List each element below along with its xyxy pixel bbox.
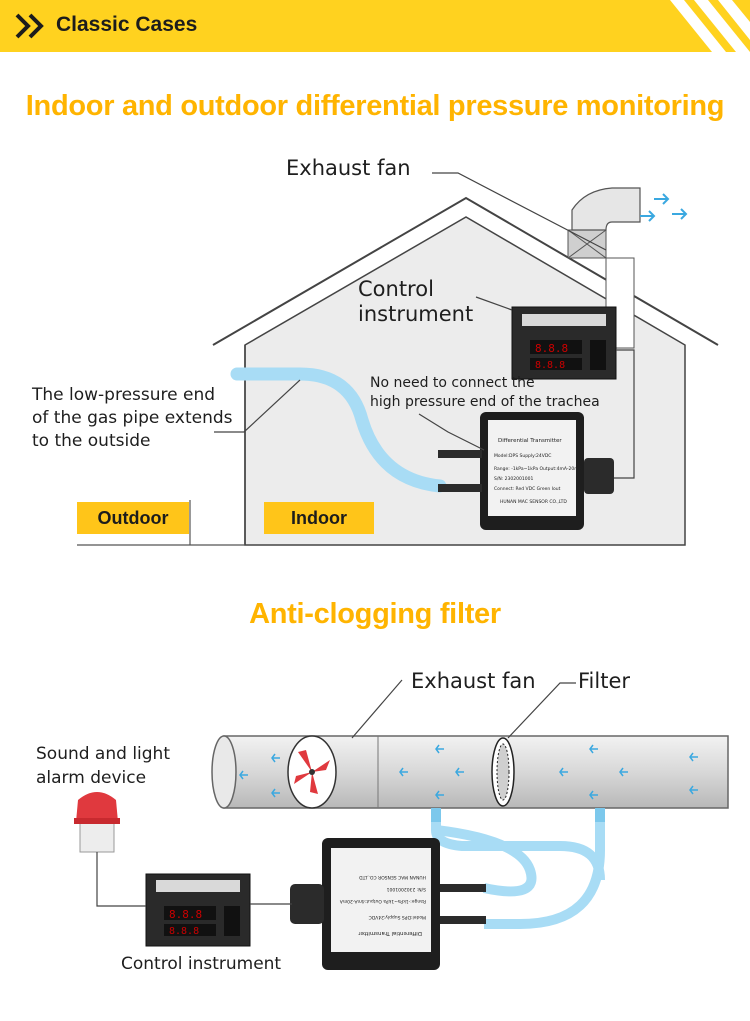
header-stripes — [670, 0, 750, 52]
control-instrument-label-1: Control — [358, 277, 434, 301]
control-instrument-label-2: instrument — [358, 302, 474, 326]
control-instrument: 8.8.8 8.8.8 — [511, 306, 617, 380]
arrow-right-icon — [640, 193, 688, 222]
alarm-label-1: Sound and light — [36, 744, 170, 764]
section1-title: Indoor and outdoor differential pressure… — [25, 90, 725, 122]
exhaust-fan-label-2: Exhaust fan — [411, 669, 536, 693]
low-pressure-label-3: to the outside — [32, 431, 151, 451]
svg-text:HUNAN MAC SENSOR CO.,LTD: HUNAN MAC SENSOR CO.,LTD — [359, 874, 426, 880]
indoor-tag: Indoor — [264, 502, 374, 534]
section2-title: Anti-clogging filter — [249, 598, 501, 630]
svg-text:Connect: Red VDC Green Iout: Connect: Red VDC Green Iout — [494, 486, 561, 492]
arrow-left-icon — [239, 744, 698, 800]
duct-diagram: Differential Transmitter Model:DPS Suppl… — [74, 679, 729, 970]
outdoor-tag: Outdoor — [77, 502, 189, 534]
alarm-light — [74, 792, 120, 853]
low-pressure-hose — [230, 367, 447, 493]
svg-text:8.8.8: 8.8.8 — [169, 908, 202, 921]
control-instrument-label-3: Control instrument — [121, 954, 282, 974]
no-connect-label-2: high pressure end of the trachea — [370, 394, 600, 410]
svg-text:HUNAN MAC SENSOR CO.,LTD: HUNAN MAC SENSOR CO.,LTD — [500, 499, 567, 505]
svg-text:8.8.8: 8.8.8 — [169, 926, 199, 937]
svg-text:Differential Transmitter: Differential Transmitter — [358, 930, 422, 936]
differential-transmitter: Differential Transmitter Model:DPS Suppl… — [438, 412, 614, 530]
svg-text:8.8.8: 8.8.8 — [535, 360, 565, 371]
differential-transmitter-2: Differential Transmitter Model:DPS Suppl… — [290, 838, 486, 970]
low-pressure-label-2: of the gas pipe extends — [32, 408, 233, 428]
svg-text:Differential Transmitter: Differential Transmitter — [498, 438, 562, 444]
svg-text:Model:DPS Supply:24VDC: Model:DPS Supply:24VDC — [494, 453, 551, 459]
header-banner: Classic Cases — [0, 0, 750, 52]
svg-text:S/N: 2302001001: S/N: 2302001001 — [494, 476, 533, 482]
house-diagram: 8.8.8 8.8.8 Differential Transmitter Mod… — [77, 172, 719, 546]
header-title: Classic Cases — [56, 13, 198, 36]
exhaust-fan — [287, 735, 337, 809]
svg-text:8.8.8: 8.8.8 — [535, 342, 568, 355]
filter — [491, 737, 515, 807]
alarm-label-2: alarm device — [36, 768, 147, 788]
exhaust-fan-label: Exhaust fan — [286, 156, 411, 180]
double-chevron-icon — [15, 13, 44, 39]
no-connect-label-1: No need to connect the — [370, 375, 535, 391]
svg-text:Model:DPS Supply:24VDC: Model:DPS Supply:24VDC — [369, 914, 426, 920]
control-instrument-2: 8.8.8 8.8.8 — [145, 873, 251, 947]
exhaust-fan-duct — [567, 187, 641, 349]
filter-label: Filter — [578, 669, 631, 693]
svg-text:Range:-1kPa~1kPa Output:4mA-2: Range:-1kPa~1kPa Output:4mA-20mA — [339, 898, 426, 904]
svg-text:S/N: 2302001001: S/N: 2302001001 — [387, 886, 426, 892]
svg-text:Range: -1kPa~1kPa Output:4mA-: Range: -1kPa~1kPa Output:4mA-20mA — [494, 466, 583, 472]
low-pressure-label-1: The low-pressure end — [32, 385, 216, 405]
